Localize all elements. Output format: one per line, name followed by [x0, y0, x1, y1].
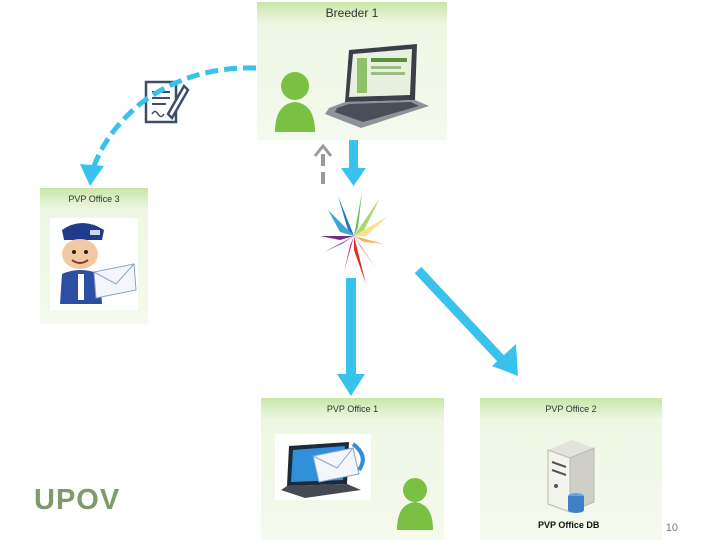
pvp-office-3-title: PVP Office 3 — [68, 194, 120, 204]
slide-number: 10 — [665, 522, 678, 534]
upov-logo: UPOV — [34, 484, 120, 517]
person-icon — [275, 72, 315, 132]
logo-text-left: UP — [34, 484, 77, 516]
return-arrow-up — [313, 143, 333, 184]
hub-logo-icon — [320, 192, 388, 284]
arrow-to-hub — [341, 140, 366, 186]
mail-carrier-icon — [50, 218, 138, 310]
pvp-office-1-title: PVP Office 1 — [326, 404, 379, 414]
pvp-office-2-box: PVP Office 2 — [480, 398, 662, 540]
person-icon — [397, 478, 433, 530]
database-server-icon — [547, 440, 595, 513]
email-laptop-icon — [275, 434, 371, 500]
pvp-office-2-title: PVP Office 2 — [545, 404, 597, 414]
arrow-to-office-1 — [337, 278, 365, 396]
pvp-office-db-label: PVP Office DB — [538, 520, 600, 530]
pvp-office-1-box: PVP Office 1 — [261, 398, 444, 540]
breeder-1-box: Breeder 1 — [257, 2, 447, 140]
breeder-1-title: Breeder 1 — [325, 6, 379, 20]
laptop-icon — [325, 44, 429, 128]
pvp-office-3-box: PVP Office 3 — [40, 188, 148, 324]
logo-text-o: O — [76, 484, 100, 516]
logo-text-right: V — [99, 484, 121, 516]
